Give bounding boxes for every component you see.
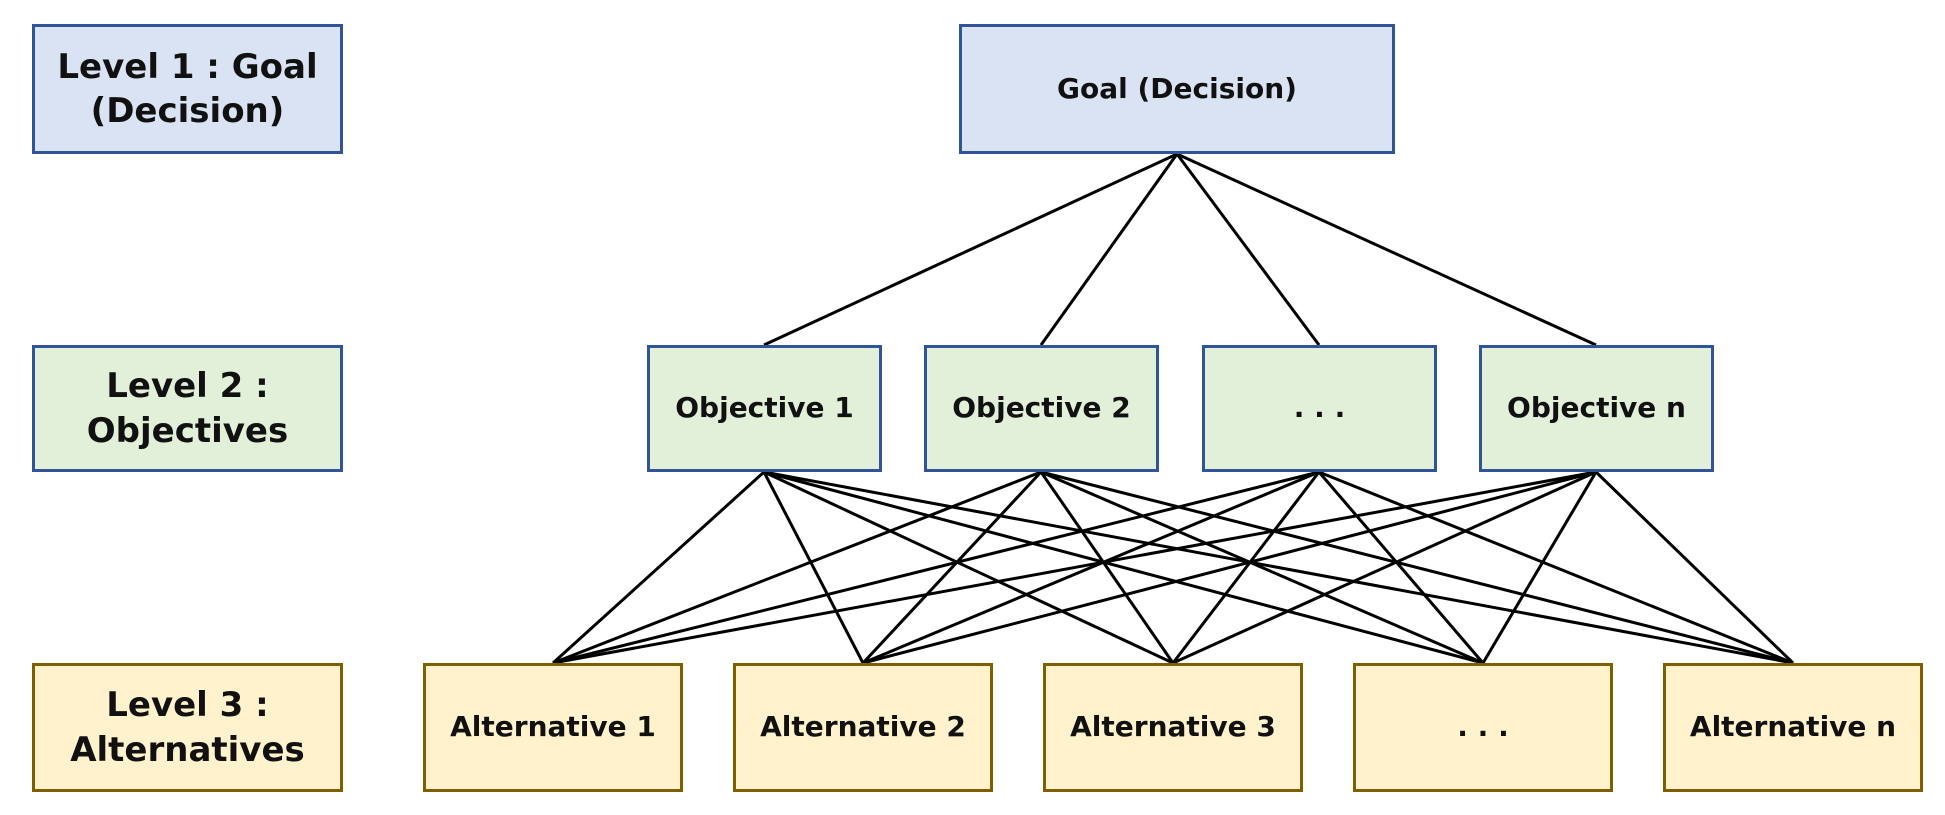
alternative-text: . . .	[1457, 710, 1509, 744]
objective-node-2: Objective 2	[924, 345, 1159, 472]
objective-text: Objective 1	[675, 391, 854, 425]
objective-1-alternative-5-connector	[763, 470, 1794, 665]
objective-3-alternative-1-connector	[552, 470, 1320, 665]
objective-2-alternative-3-connector	[1039, 471, 1175, 664]
objective-2-alternative-5-connector	[1040, 470, 1794, 665]
objective-1-alternative-2-connector	[762, 471, 865, 664]
level-2-label: Level 2 : Objectives	[32, 345, 343, 472]
level-3-label: Level 3 : Alternatives	[32, 663, 343, 792]
goal-objective-connector-1	[763, 152, 1178, 347]
objective-4-alternative-5-connector	[1594, 470, 1795, 665]
level-1-text: Level 1 : Goal (Decision)	[57, 46, 318, 131]
objective-text: Objective 2	[952, 391, 1131, 425]
objective-2-alternative-4-connector	[1040, 470, 1484, 665]
objective-1-alternative-1-connector	[551, 470, 766, 665]
objective-2-alternative-1-connector	[552, 470, 1042, 665]
alternative-node-ellipsis: . . .	[1353, 663, 1613, 792]
level-2-text: Level 2 : Objectives	[86, 366, 289, 451]
objective-4-alternative-1-connector	[552, 470, 1597, 665]
objective-4-alternative-3-connector	[1172, 470, 1597, 665]
alternative-text: Alternative n	[1689, 710, 1897, 744]
alternative-text: Alternative 1	[450, 710, 656, 744]
alternative-node-3: Alternative 3	[1043, 663, 1303, 792]
objective-4-alternative-2-connector	[862, 470, 1597, 665]
objective-text: Objective n	[1507, 391, 1686, 425]
goal-objective-connector-3	[1175, 153, 1321, 346]
objective-text: . . .	[1293, 391, 1346, 425]
objective-3-alternative-3-connector	[1171, 471, 1321, 664]
alternative-text: Alternative 2	[760, 710, 966, 744]
objective-4-alternative-4-connector	[1481, 471, 1598, 664]
objective-1-alternative-3-connector	[763, 470, 1174, 665]
goal-objective-connector-2	[1039, 153, 1179, 346]
objective-3-alternative-4-connector	[1317, 471, 1485, 664]
objective-1-alternative-4-connector	[763, 470, 1484, 665]
level-3-text: Level 3 : Alternatives	[70, 685, 305, 770]
alternative-node-n: Alternative n	[1663, 663, 1923, 792]
alternative-node-2: Alternative 2	[733, 663, 993, 792]
alternative-text: Alternative 3	[1070, 710, 1276, 744]
goal-objective-connector-4	[1176, 152, 1597, 347]
alternative-node-1: Alternative 1	[423, 663, 683, 792]
objective-node-ellipsis: . . .	[1202, 345, 1437, 472]
objective-node-n: Objective n	[1479, 345, 1714, 472]
objective-node-1: Objective 1	[647, 345, 882, 472]
goal-node: Goal (Decision)	[959, 24, 1395, 154]
objective-3-alternative-2-connector	[862, 470, 1320, 665]
objective-3-alternative-5-connector	[1318, 470, 1794, 665]
goal-text: Goal (Decision)	[1057, 71, 1297, 105]
objective-2-alternative-2-connector	[861, 470, 1043, 665]
level-1-label: Level 1 : Goal (Decision)	[32, 24, 343, 154]
